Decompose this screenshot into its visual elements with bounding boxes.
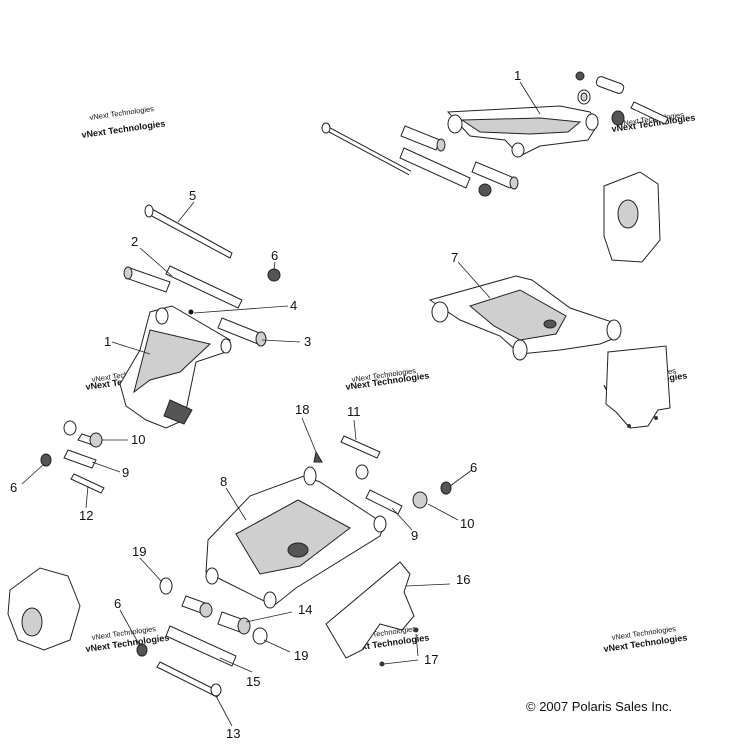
callout-6-left: 6: [10, 480, 17, 495]
guard-plate-16: [325, 561, 415, 659]
callout-1-top: 1: [514, 68, 521, 83]
callout-6-right: 6: [470, 460, 477, 475]
bushing-14-left: [199, 602, 213, 618]
callout-1-left: 1: [104, 334, 111, 349]
lower-left-hardware: [7, 420, 105, 651]
washer-19-left: [159, 577, 173, 595]
callout-10-left: 10: [131, 432, 145, 447]
nut-6-right: [440, 481, 452, 495]
nut-top-right: [611, 110, 625, 126]
callouts: 1 5 2 6 4 3 1 7 10 9 6 12 18 11 8 6 10 9…: [10, 68, 521, 741]
bushing-left-top: [125, 267, 171, 293]
guard-plate-right: [605, 345, 671, 429]
grease-fitting-4: [188, 309, 194, 315]
callout-6-upper: 6: [271, 248, 278, 263]
callout-16: 16: [456, 572, 470, 587]
trailing-arm-group-8: [205, 435, 452, 609]
leader-lines: [21, 81, 541, 727]
callout-6-bottom: 6: [114, 596, 121, 611]
callout-8: 8: [220, 474, 227, 489]
bushing-top-left: [400, 125, 441, 151]
callout-12: 12: [79, 508, 93, 523]
callout-7: 7: [451, 250, 458, 265]
bushing-left: [63, 420, 77, 436]
bushing-top: [471, 161, 515, 189]
watermark: vNext Technologies: [89, 104, 155, 122]
washer-19-right: [252, 627, 268, 645]
rod-2: [165, 265, 243, 309]
screw-17-a: [379, 661, 385, 667]
callout-3: 3: [304, 334, 311, 349]
bushing-14-right: [237, 617, 251, 635]
sleeve-15: [165, 625, 237, 667]
callout-15: 15: [246, 674, 260, 689]
upper-arm-group-top: [321, 71, 669, 263]
nut-top-center: [478, 183, 492, 197]
screw-17-b: [413, 627, 419, 633]
callout-2: 2: [131, 234, 138, 249]
sleeve-9-left: [63, 449, 97, 469]
a-arm-group-7: [428, 275, 671, 429]
callout-10-right: 10: [460, 516, 474, 531]
nut-6-left: [40, 453, 52, 467]
callout-18: 18: [295, 402, 309, 417]
callout-11: 11: [347, 404, 361, 419]
callout-13: 13: [226, 726, 240, 741]
bushing-center: [355, 464, 369, 480]
long-bolt-5: [147, 207, 233, 259]
callout-4: 4: [290, 298, 297, 313]
bolt-13: [156, 661, 221, 698]
sleeve-top: [399, 147, 471, 189]
callout-19-right: 19: [294, 648, 308, 663]
callout-17: 17: [424, 652, 438, 667]
upper-arm-group-left: [119, 204, 281, 429]
callout-9-left: 9: [122, 465, 129, 480]
long-bolt-top: [321, 122, 412, 176]
bushing-10-left: [89, 432, 103, 448]
callout-19-left: 19: [132, 544, 146, 559]
bushing-10-right: [412, 491, 428, 509]
nut-top: [575, 71, 585, 81]
bottom-hardware: [136, 561, 419, 698]
watermark-ghost: vNext Technologies: [81, 118, 166, 140]
copyright-notice: © 2007 Polaris Sales Inc.: [526, 699, 672, 714]
sleeve-9-right: [365, 489, 403, 515]
bolt-top-right: [630, 101, 669, 125]
nut-6-top: [267, 268, 281, 282]
knuckle-lower-left: [7, 567, 81, 651]
bolt-12: [70, 473, 105, 494]
nut-6-bottom: [136, 643, 148, 657]
callout-5: 5: [189, 188, 196, 203]
bolt-11: [340, 435, 381, 459]
callout-14: 14: [298, 602, 312, 617]
callout-9-right: 9: [411, 528, 418, 543]
sleeve-top-right: [595, 76, 625, 94]
grease-fitting-18: [313, 450, 323, 463]
